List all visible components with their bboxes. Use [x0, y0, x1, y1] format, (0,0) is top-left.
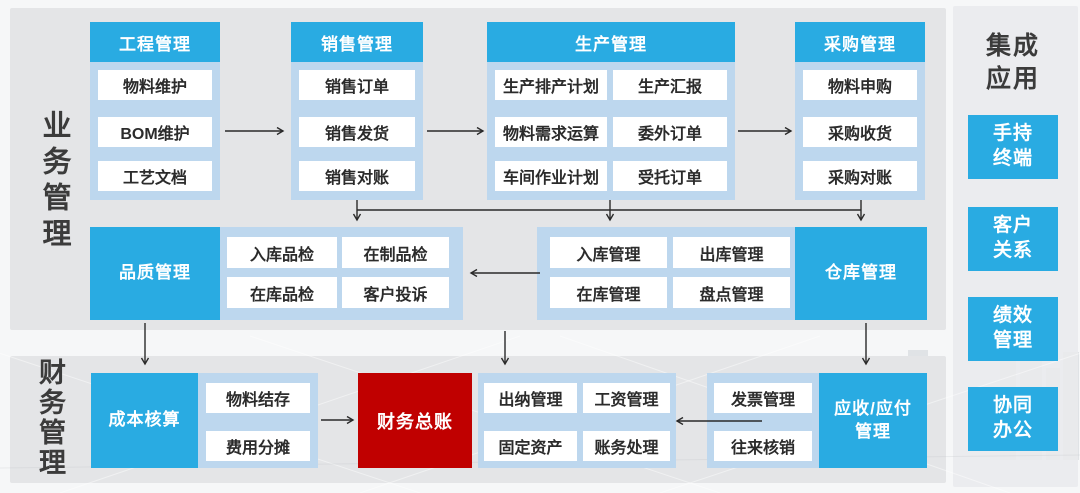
node-bom-maintain: BOM维护	[98, 117, 212, 147]
node-production-schedule: 生产排产计划	[495, 70, 607, 100]
node-purchase-receive: 采购收货	[803, 117, 917, 147]
node-process-doc: 工艺文档	[98, 161, 212, 191]
procurement-column: 采购管理 物料申购 采购收货 采购对账	[795, 22, 925, 200]
node-inbound-mgmt: 入库管理	[550, 237, 667, 268]
node-purchase-reconcile: 采购对账	[803, 161, 917, 191]
procurement-header: 采购管理	[795, 22, 925, 62]
node-outbound-mgmt: 出库管理	[673, 237, 790, 268]
finance-section-label: 财务管理	[35, 358, 65, 478]
app-customer-relationship: 客户 关系	[968, 207, 1058, 271]
app-collaborative-office: 协同 办公	[968, 387, 1058, 451]
node-production-report: 生产汇报	[613, 70, 727, 100]
engineering-column: 工程管理 物料维护 BOM维护 工艺文档	[90, 22, 220, 200]
node-mrp-calc: 物料需求运算	[495, 117, 607, 147]
integration-title: 集成 应用	[985, 32, 1040, 93]
warehouse-management-box: 仓库管理	[795, 227, 927, 320]
node-customer-complaint: 客户投诉	[342, 277, 449, 308]
node-account-processing: 账务处理	[583, 431, 670, 461]
sales-column: 销售管理 销售订单 销售发货 销售对账	[291, 22, 423, 200]
production-column: 生产管理 生产排产计划 物料需求运算 车间作业计划 生产汇报 委外订单 受托订单	[487, 22, 735, 200]
quality-management-box: 品质管理	[90, 227, 220, 320]
node-stocktake-mgmt: 盘点管理	[673, 277, 790, 308]
node-payroll-mgmt: 工资管理	[583, 383, 670, 413]
app-performance-mgmt: 绩效 管理	[968, 297, 1058, 361]
app-handheld-terminal: 手持 终端	[968, 115, 1058, 179]
business-section-label: 业务管理	[38, 110, 70, 254]
node-sales-delivery: 销售发货	[299, 117, 415, 147]
node-invoice-mgmt: 发票管理	[714, 383, 812, 413]
general-ledger-box: 财务总账	[358, 373, 472, 468]
node-outsource-order: 委外订单	[613, 117, 727, 147]
receivable-payable-box: 应收/应付 管理	[819, 373, 927, 468]
cost-accounting-box: 成本核算	[91, 373, 198, 468]
engineering-header: 工程管理	[90, 22, 220, 62]
node-inprocess-inspection: 在制品检	[342, 237, 449, 268]
node-incoming-inspection: 入库品检	[227, 237, 337, 268]
node-sales-order: 销售订单	[299, 70, 415, 100]
node-fixed-assets: 固定资产	[484, 431, 577, 461]
node-workshop-plan: 车间作业计划	[495, 161, 607, 191]
node-material-balance: 物料结存	[206, 383, 310, 413]
node-stock-inspection: 在库品检	[227, 277, 337, 308]
node-material-maintain: 物料维护	[98, 70, 212, 100]
node-transaction-writeoff: 往来核销	[714, 431, 812, 461]
node-stock-mgmt: 在库管理	[550, 277, 667, 308]
node-expense-allocation: 费用分摊	[206, 431, 310, 461]
node-entrusted-order: 受托订单	[613, 161, 727, 191]
production-header: 生产管理	[487, 22, 735, 62]
node-sales-reconcile: 销售对账	[299, 161, 415, 191]
node-material-request: 物料申购	[803, 70, 917, 100]
node-cashier-mgmt: 出纳管理	[484, 383, 577, 413]
sales-header: 销售管理	[291, 22, 423, 62]
